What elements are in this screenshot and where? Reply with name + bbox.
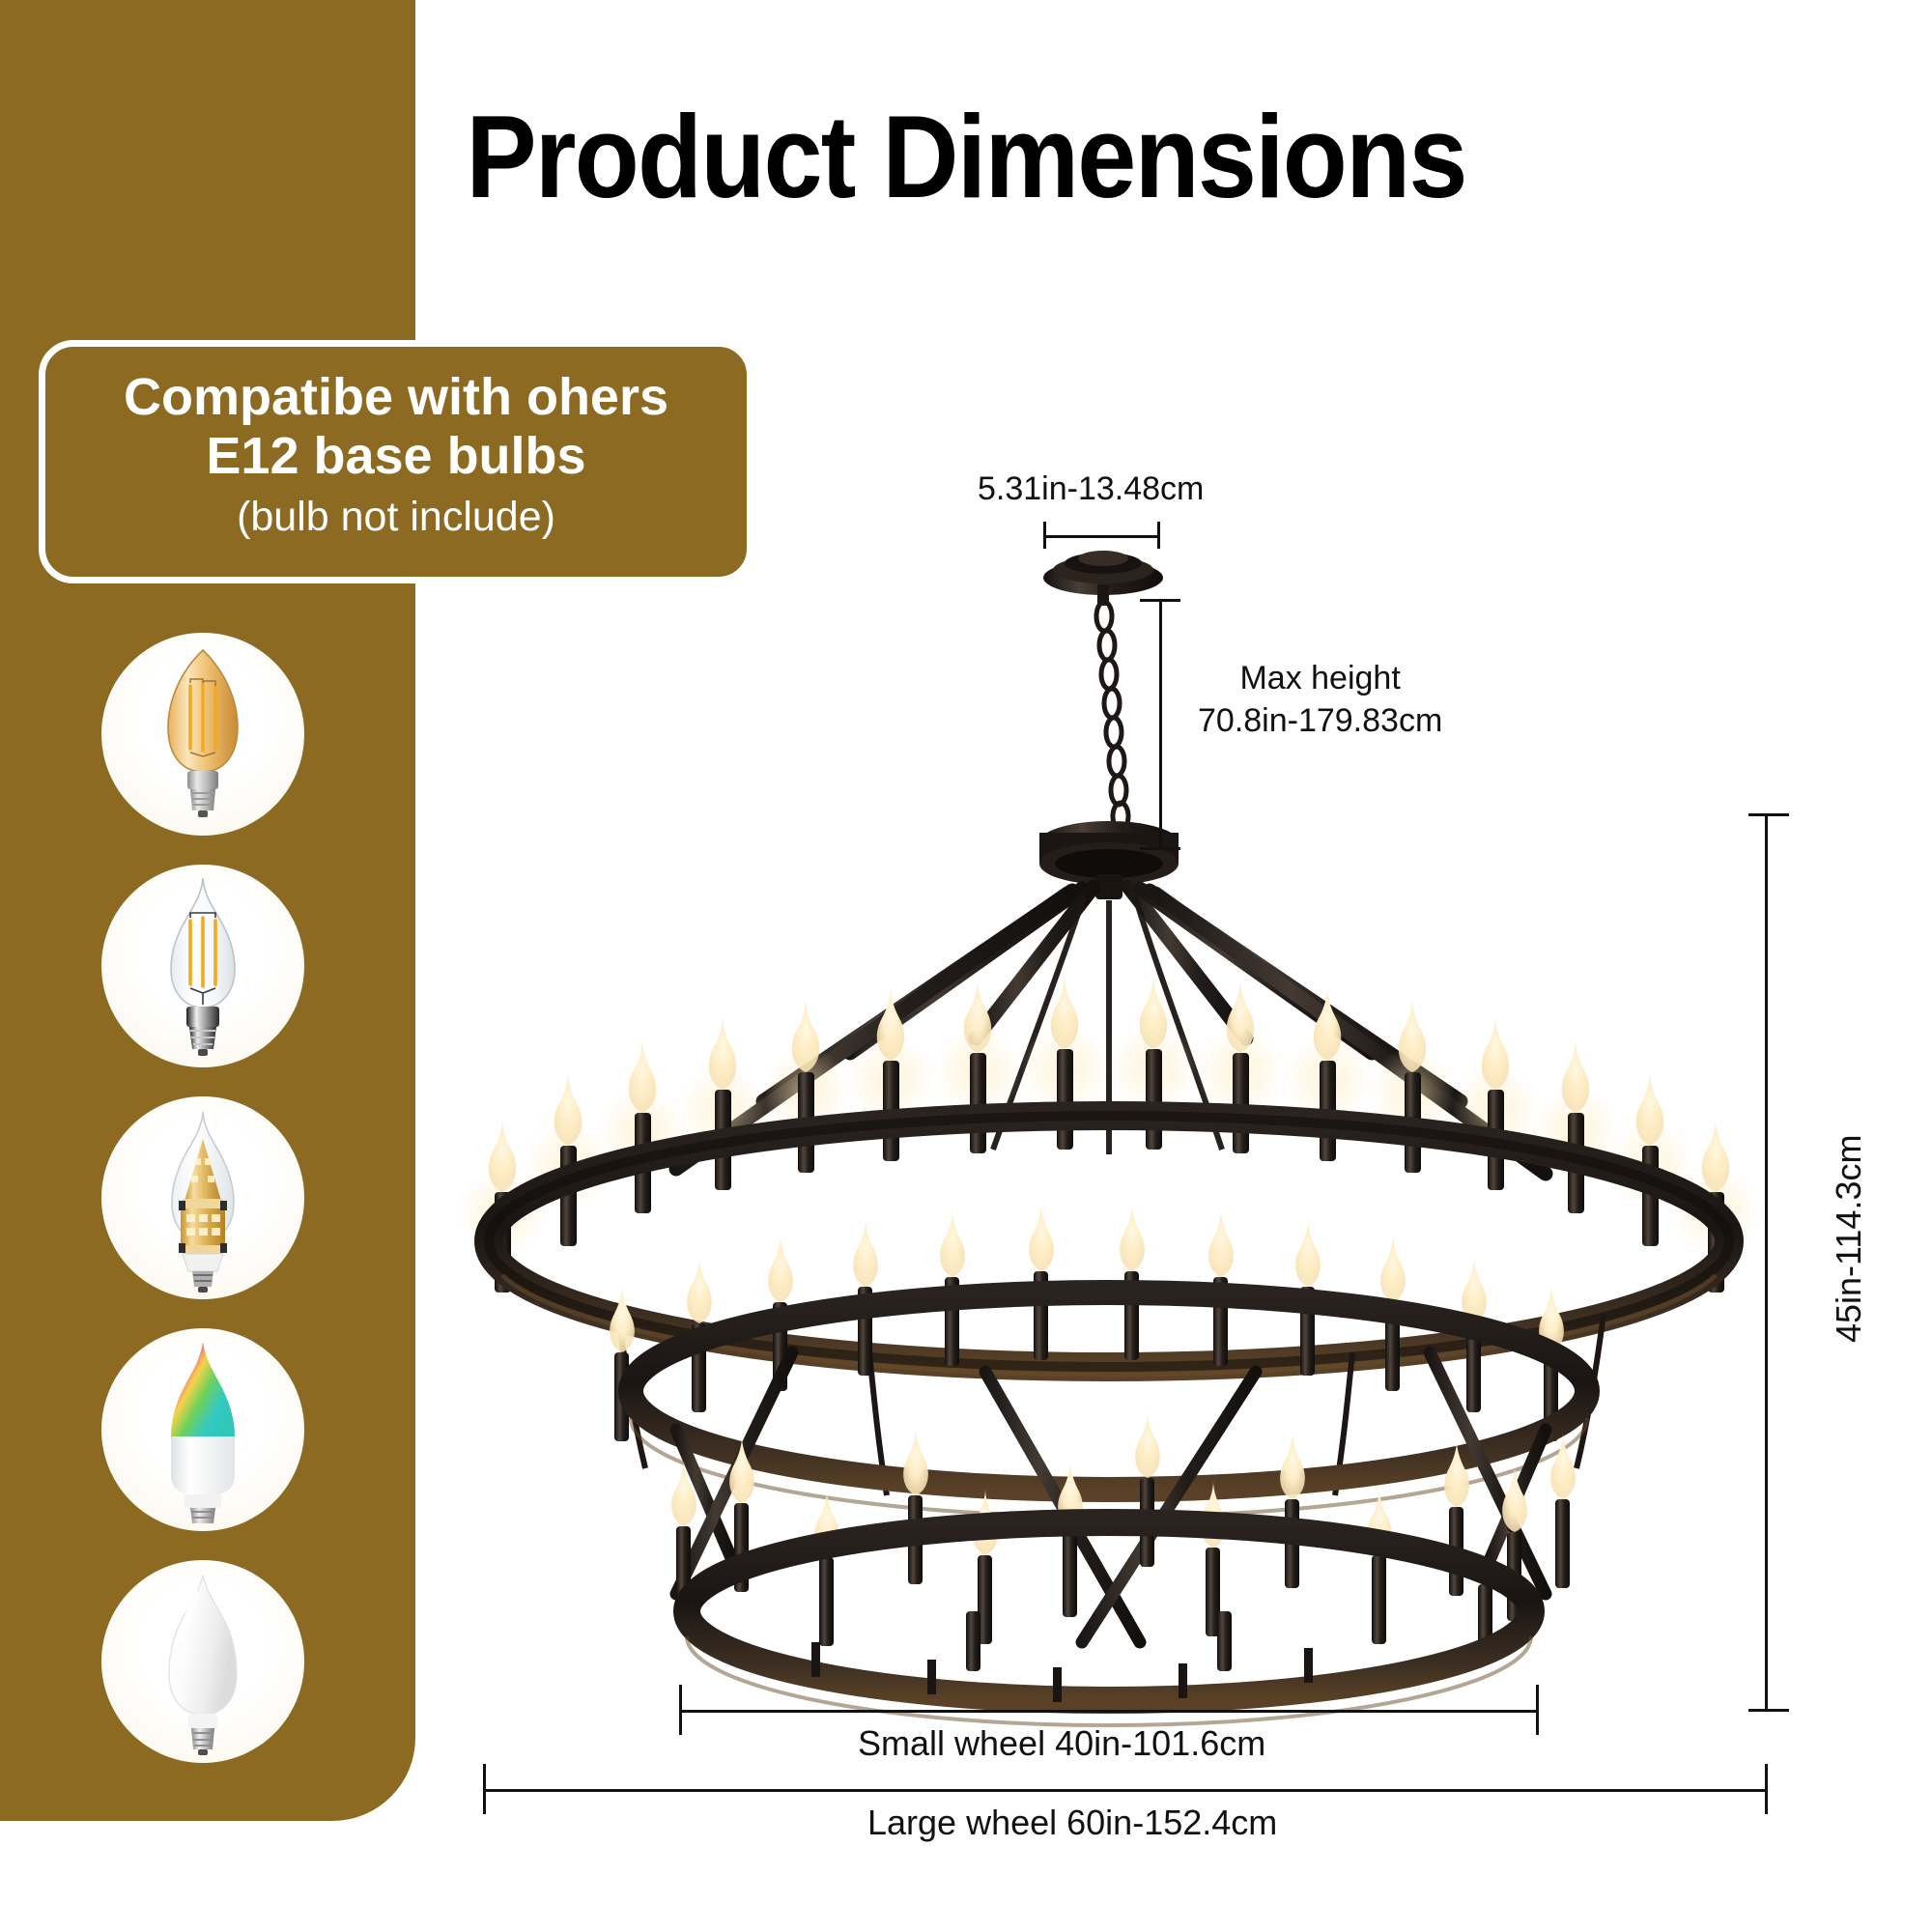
fixture-height-tick-top	[1748, 813, 1789, 816]
frosted-white-candle-bulb-icon	[168, 1575, 238, 1755]
max-height-tick-top	[1140, 599, 1180, 602]
bulb-item	[101, 865, 304, 1067]
max-height-label: Max height 70.8in-179.83cm	[1198, 657, 1442, 742]
callout-line-3: (bulb not include)	[237, 494, 555, 541]
rgb-smart-candle-bulb-icon	[171, 1342, 235, 1523]
max-height-value: 70.8in-179.83cm	[1198, 702, 1443, 740]
amber-filament-candle-bulb-icon	[167, 648, 239, 817]
small-wheel-tick-left	[679, 1685, 682, 1735]
small-wheel-line	[679, 1710, 1539, 1713]
large-wheel-line	[483, 1789, 1768, 1792]
gold-led-smd-candle-bulb-icon	[171, 1111, 235, 1293]
upper-ring	[458, 976, 1760, 1381]
bulb-item	[101, 1328, 304, 1531]
large-wheel-tick-left	[483, 1764, 486, 1814]
bulb-item	[101, 1560, 304, 1763]
canopy-width-tick-right	[1157, 522, 1160, 549]
max-height-tick-bottom	[1140, 847, 1180, 850]
upper-spokes	[668, 879, 1553, 1181]
compatibility-callout: Compatibe with ohers E12 base bulbs (bul…	[39, 340, 753, 583]
callout-line-2: E12 base bulbs	[206, 427, 586, 486]
canopy-width-label: 5.31in-13.48cm	[978, 470, 1205, 507]
suspension-chain	[1094, 599, 1131, 833]
middle-row-lights	[610, 1205, 1564, 1441]
callout-line-1: Compatibe with ohers	[123, 368, 669, 426]
fixture-height-tick-bottom	[1748, 1709, 1789, 1712]
lower-ring	[610, 1205, 1600, 1727]
max-height-caption: Max height	[1239, 660, 1401, 696]
max-height-line	[1159, 599, 1162, 850]
top-hub	[1039, 821, 1179, 899]
inner-chains	[990, 895, 1225, 1154]
canopy-width-tick-left	[1043, 522, 1046, 549]
bulb-item	[101, 633, 304, 836]
small-wheel-tick-right	[1536, 1685, 1539, 1735]
compatible-bulb-list	[101, 633, 304, 1792]
lower-ring-lights	[671, 1411, 1576, 1671]
fixture-height-line	[1765, 813, 1768, 1712]
fixture-height-label: 45in-114.3cm	[1829, 1134, 1868, 1343]
clear-filament-candle-bulb-icon	[170, 877, 236, 1056]
page-title: Product Dimensions	[466, 91, 1467, 222]
small-wheel-label: Small wheel 40in-101.6cm	[858, 1723, 1266, 1763]
large-wheel-tick-right	[1765, 1764, 1768, 1814]
mid-chains	[615, 1313, 1606, 1496]
large-wheel-label: Large wheel 60in-152.4cm	[867, 1803, 1278, 1842]
upper-ring-lights	[458, 976, 1760, 1293]
ceiling-canopy	[1043, 551, 1163, 606]
bulb-item	[101, 1096, 304, 1299]
canopy-width-line	[1043, 535, 1159, 538]
